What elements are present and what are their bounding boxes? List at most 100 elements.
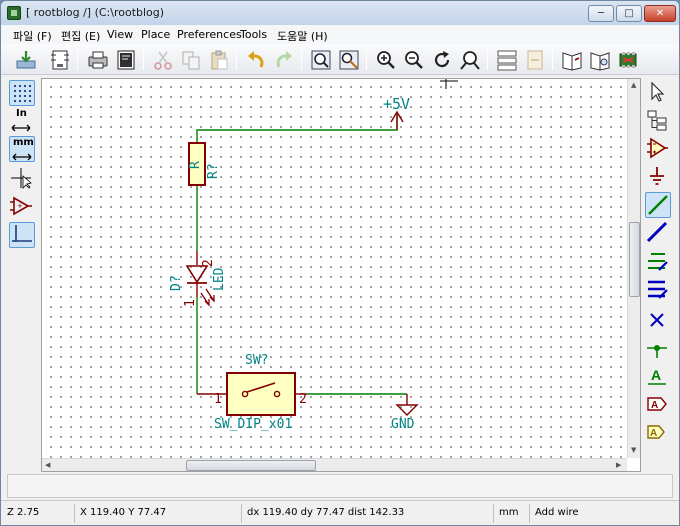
toolbar-separator xyxy=(552,50,553,70)
grid-icon xyxy=(13,84,32,103)
library-browser-button[interactable] xyxy=(588,48,612,72)
add-hierarchical-label-button[interactable]: A xyxy=(645,420,671,446)
minimize-button[interactable]: ─ xyxy=(588,5,614,22)
zoom-out-button[interactable] xyxy=(402,48,426,72)
show-grid-toggle[interactable] xyxy=(9,80,35,106)
add-power-button[interactable] xyxy=(645,164,671,190)
wire-power-to-resistor[interactable] xyxy=(196,114,398,153)
menu-help[interactable]: 도움말 (H) xyxy=(277,30,328,43)
paste-button[interactable] xyxy=(207,48,231,72)
find-replace-button[interactable] xyxy=(337,48,361,72)
library-editor-button[interactable] xyxy=(560,48,584,72)
menu-file[interactable]: 파일 (F) xyxy=(13,30,52,43)
copy-button[interactable] xyxy=(179,48,203,72)
menu-tools[interactable]: Tools xyxy=(240,28,268,41)
page-settings-button[interactable] xyxy=(48,48,72,72)
bus-icon xyxy=(646,221,668,243)
menu-preferences[interactable]: Preferences xyxy=(177,28,242,41)
plot-button[interactable] xyxy=(114,48,138,72)
power-arrow-symbol[interactable] xyxy=(390,110,404,123)
new-sheet-button[interactable] xyxy=(14,48,38,72)
refresh-icon xyxy=(434,51,450,68)
zoom-in-icon xyxy=(377,51,395,69)
net-label-icon: A xyxy=(648,367,666,385)
status-delta: dx 119.40 dy 77.47 dist 142.33 xyxy=(247,507,405,518)
zoom-fit-button[interactable] xyxy=(458,48,482,72)
resistor-reference[interactable]: R? xyxy=(206,163,221,179)
gnd-symbol[interactable] xyxy=(395,404,419,416)
led-reference[interactable]: D? xyxy=(169,275,184,291)
leave-sheet-button[interactable] xyxy=(523,48,547,72)
redo-button[interactable] xyxy=(272,48,296,72)
wire-angle-toggle[interactable] xyxy=(9,222,35,248)
status-cursor-position: X 119.40 Y 77.47 xyxy=(80,507,167,518)
switch-value[interactable]: SW_DIP_x01 xyxy=(214,417,293,432)
toolbar-separator xyxy=(487,50,488,70)
toolbar-separator xyxy=(366,50,367,70)
close-button[interactable]: ✕ xyxy=(644,5,676,22)
scroll-up-icon[interactable]: ▲ xyxy=(631,81,637,89)
status-bar: Z 2.75 X 119.40 Y 77.47 dx 119.40 dy 77.… xyxy=(1,500,679,525)
horizontal-scroll-thumb[interactable] xyxy=(186,460,316,471)
svg-text:A: A xyxy=(650,428,657,439)
ground-symbol-icon xyxy=(650,167,664,185)
switch-body[interactable] xyxy=(226,372,296,416)
cursor-shape-toggle[interactable] xyxy=(9,166,35,192)
hierarchy-nav-button[interactable] xyxy=(645,108,671,134)
gnd-label[interactable]: GND xyxy=(391,417,415,432)
schematic-drawing xyxy=(185,79,458,416)
hidden-pins-toggle[interactable]: + xyxy=(9,194,35,220)
save-arrow-icon xyxy=(16,51,36,69)
horizontal-scrollbar[interactable]: ◀ ▶ xyxy=(42,458,627,471)
title-bar[interactable]: [ rootblog /] (C:\rootblog) ─ □ ✕ xyxy=(1,1,679,25)
add-global-label-button[interactable]: A xyxy=(645,392,671,418)
switch-pin-1-label: 1 xyxy=(214,392,222,407)
wire-icon xyxy=(648,195,668,215)
add-wire-button[interactable] xyxy=(645,192,671,218)
add-bus-button[interactable] xyxy=(645,220,671,246)
no-connect-button[interactable] xyxy=(645,308,671,334)
led-value[interactable]: LED xyxy=(212,267,227,291)
switch-reference[interactable]: SW? xyxy=(245,353,269,368)
add-junction-button[interactable] xyxy=(645,336,671,362)
status-mode: Add wire xyxy=(535,507,579,518)
menu-place[interactable]: Place xyxy=(141,28,171,41)
vertical-scroll-thumb[interactable] xyxy=(629,222,640,297)
resistor-value[interactable]: R xyxy=(188,161,203,169)
add-label-button[interactable]: A xyxy=(645,364,671,390)
global-label-icon: A xyxy=(647,397,667,411)
undo-button[interactable] xyxy=(244,48,268,72)
menu-bar: 파일 (F) 편집 (E) View Place Preferences Too… xyxy=(1,25,679,44)
wire-bus-entry-icon xyxy=(648,253,668,271)
scroll-left-icon[interactable]: ◀ xyxy=(45,461,51,469)
find-button[interactable] xyxy=(309,48,333,72)
redraw-button[interactable] xyxy=(430,48,454,72)
resistor-body[interactable] xyxy=(188,142,206,186)
cut-button[interactable] xyxy=(151,48,175,72)
menu-edit[interactable]: 편집 (E) xyxy=(61,30,101,43)
print-button[interactable] xyxy=(86,48,110,72)
schematic-canvas[interactable]: +5V R? R D? LED 2 1 SW? SW_DIP_x01 1 2 G… xyxy=(42,79,627,458)
right-angle-icon xyxy=(12,225,32,242)
led-diode-triangle[interactable] xyxy=(185,265,209,284)
zoom-in-button[interactable] xyxy=(374,48,398,72)
vertical-scrollbar[interactable]: ▲ ▼ xyxy=(627,79,640,458)
power-label[interactable]: +5V xyxy=(383,95,411,113)
scroll-right-icon[interactable]: ▶ xyxy=(616,461,622,469)
message-panel xyxy=(7,474,673,498)
scroll-down-icon[interactable]: ▼ xyxy=(631,446,637,454)
cvpcb-button[interactable] xyxy=(616,48,640,72)
crosshair-cursor-icon xyxy=(11,168,32,189)
add-component-button[interactable] xyxy=(645,136,671,162)
bus-to-bus-entry-button[interactable] xyxy=(645,276,671,302)
units-mm-toggle[interactable]: mm xyxy=(9,136,35,162)
maximize-button[interactable]: □ xyxy=(616,5,642,22)
led-pin-2: 2 xyxy=(201,259,216,267)
select-tool-button[interactable] xyxy=(645,80,671,106)
units-inch-toggle[interactable]: In xyxy=(9,108,35,134)
units-mm-label: mm xyxy=(13,137,34,148)
menu-view[interactable]: View xyxy=(107,28,134,41)
wire-to-bus-entry-button[interactable] xyxy=(645,248,671,274)
hierarchy-button[interactable] xyxy=(495,48,519,72)
svg-text:A: A xyxy=(651,400,658,411)
